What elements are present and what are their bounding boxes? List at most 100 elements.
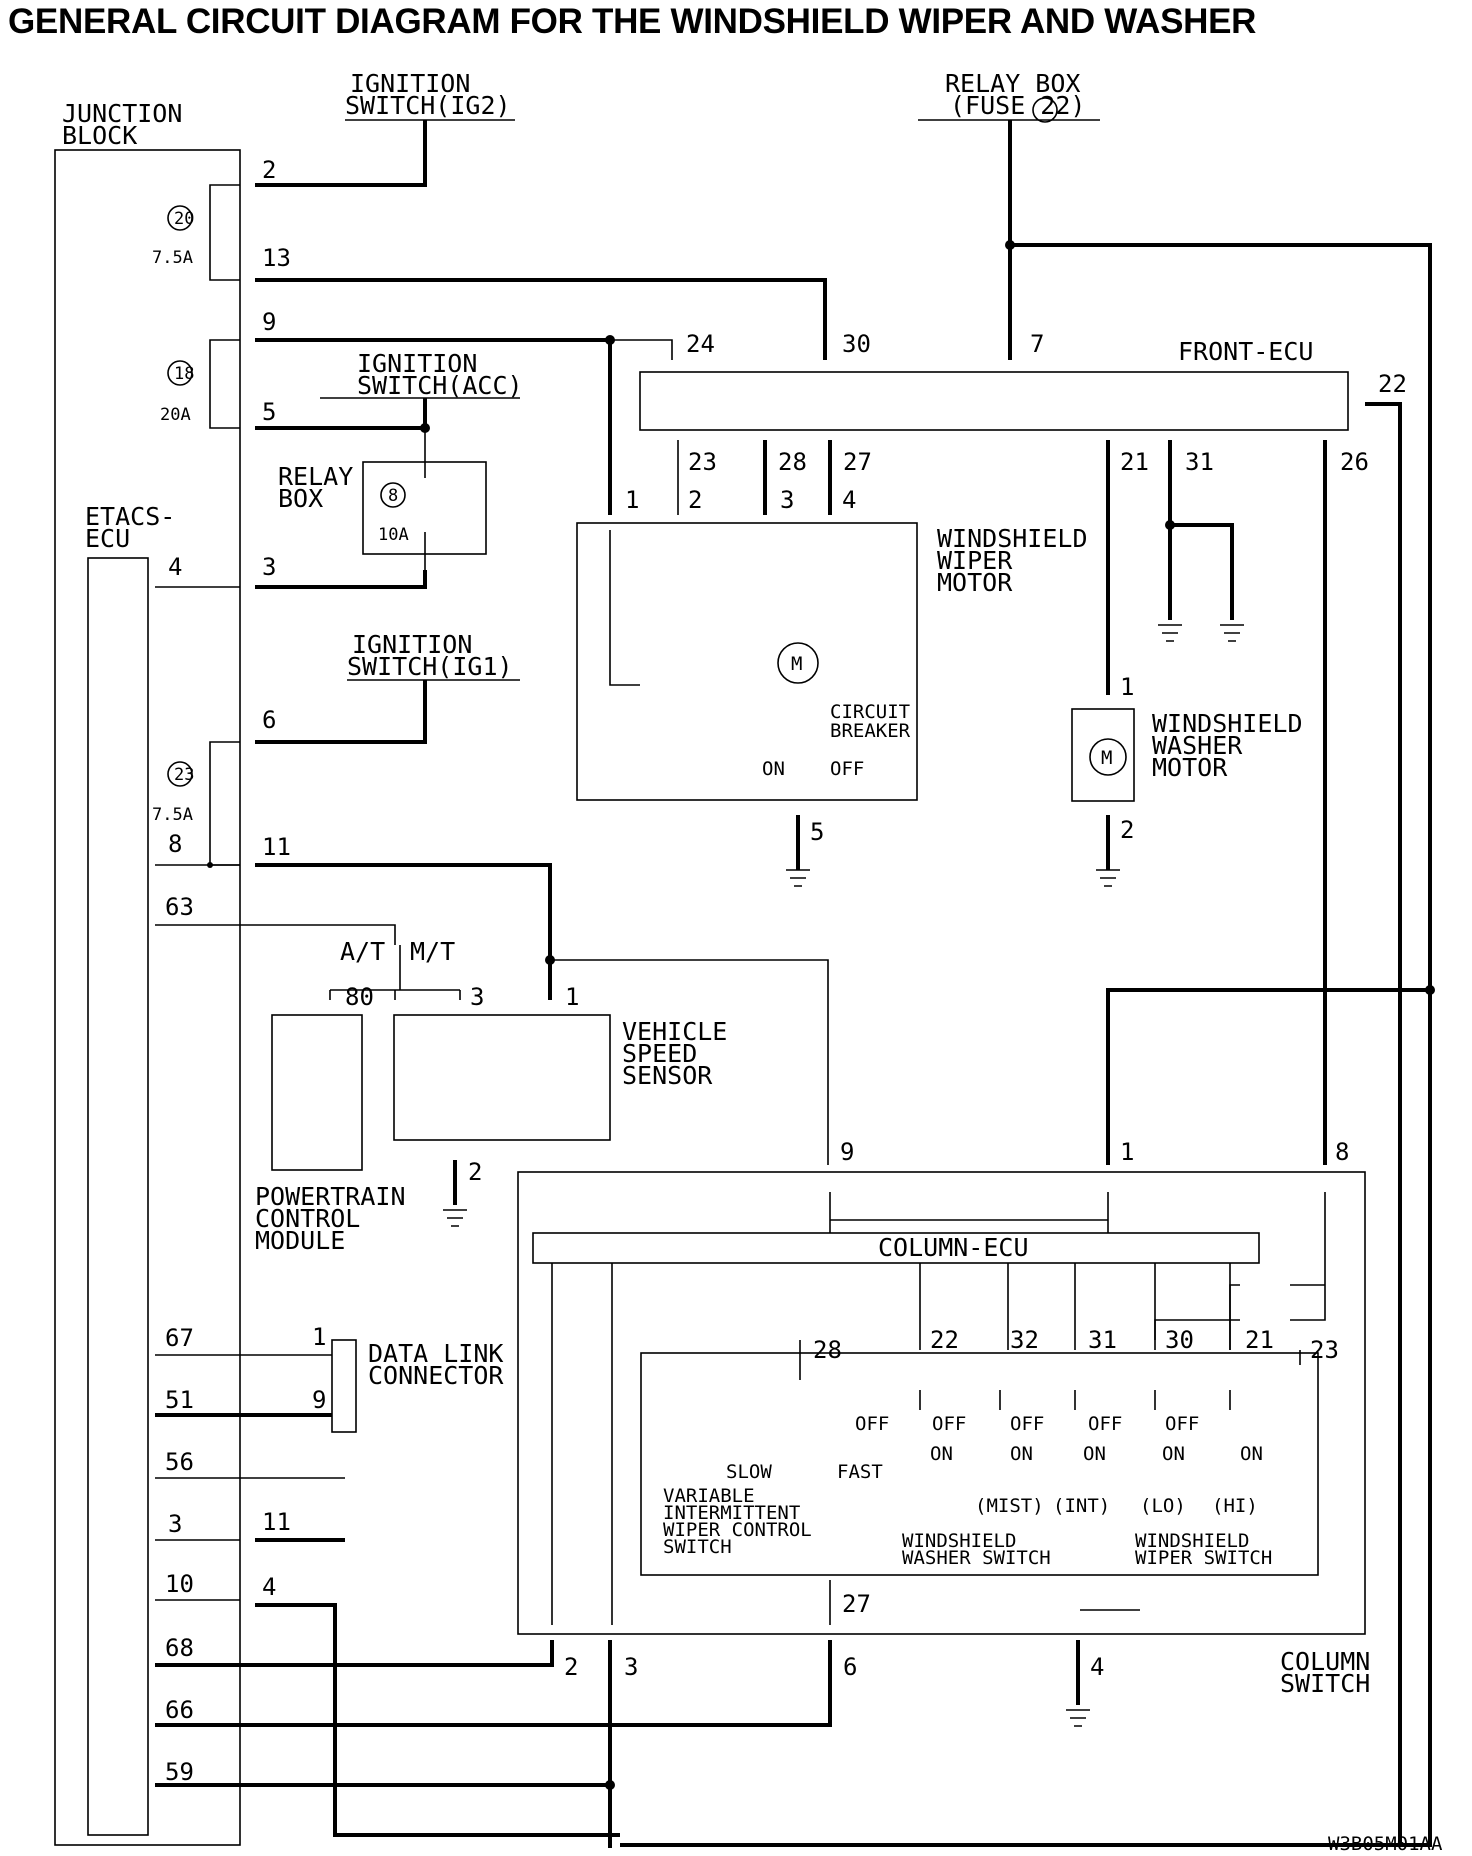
int-label: (INT)	[1053, 1495, 1110, 1517]
pin-et-4: 4	[168, 553, 182, 581]
pin-et-10: 10	[165, 1570, 194, 1598]
svg-text:VEHICLE: VEHICLE	[622, 1017, 727, 1046]
column-switch-box	[517, 1171, 1366, 1635]
pcm-label: POWERTRAIN CONTROL MODULE	[255, 1182, 406, 1255]
svg-text:CONNECTOR: CONNECTOR	[368, 1361, 504, 1390]
pin-pcm-80: 80	[345, 983, 374, 1011]
at-label: A/T	[340, 937, 385, 966]
pin-et-66: 66	[165, 1696, 194, 1724]
circuit-breaker-label: CIRCUIT BREAKER	[830, 701, 911, 742]
switch-off-1: OFF	[855, 1413, 889, 1435]
wiper-motor-m: M	[791, 653, 802, 675]
pin-cs-9: 9	[840, 1138, 854, 1166]
mist-label: (MIST)	[975, 1495, 1044, 1517]
pin-wm-1: 1	[625, 486, 639, 514]
switch-on-1: ON	[930, 1443, 953, 1465]
junction-block-box	[54, 149, 241, 1846]
switch-on-2: ON	[1010, 1443, 1033, 1465]
svg-text:SWITCH(ACC): SWITCH(ACC)	[357, 371, 523, 400]
slow-label: SLOW	[726, 1461, 772, 1483]
pin-ce-23: 23	[1310, 1336, 1339, 1364]
svg-text:CONTROL: CONTROL	[255, 1204, 360, 1233]
washer-motor-box	[1071, 708, 1135, 802]
data-link-connector-box	[331, 1339, 357, 1433]
washer-motor-m: M	[1101, 747, 1112, 769]
switch-off-4: OFF	[1088, 1413, 1122, 1435]
pin-jb-9: 9	[262, 308, 276, 336]
svg-text:WIPER SWITCH: WIPER SWITCH	[1135, 1547, 1272, 1569]
etacs-ecu-label: ETACS- ECU	[85, 502, 175, 553]
switch-off-3: OFF	[1010, 1413, 1044, 1435]
svg-text:SENSOR: SENSOR	[622, 1061, 713, 1090]
wiper-motor-box	[576, 522, 918, 801]
vss-label: VEHICLE SPEED SENSOR	[622, 1017, 727, 1090]
pin-wm-3: 3	[780, 486, 794, 514]
svg-text:INTERMITTENT: INTERMITTENT	[663, 1502, 800, 1524]
svg-text:RELAY: RELAY	[278, 462, 353, 491]
svg-text:BLOCK: BLOCK	[62, 121, 137, 150]
pin-ce-28: 28	[813, 1336, 842, 1364]
pin-ws-2: 2	[1120, 816, 1134, 844]
svg-text:RELAY BOX: RELAY BOX	[945, 69, 1080, 98]
pin-dlc-1: 1	[312, 1323, 326, 1351]
switch-on-4: ON	[1162, 1443, 1185, 1465]
fuse-20-id: 20	[174, 209, 194, 229]
svg-text:BREAKER: BREAKER	[830, 720, 911, 742]
wiper-switch-label: WINDSHIELD WIPER SWITCH	[1135, 1530, 1272, 1569]
mt-label: M/T	[410, 937, 455, 966]
pin-et-56: 56	[165, 1448, 194, 1476]
pin-et-59: 59	[165, 1758, 194, 1786]
fuse-8-rating: 10A	[378, 525, 409, 545]
fuse-23-id: 23	[174, 765, 194, 785]
switch-on-5: ON	[1240, 1443, 1263, 1465]
pcm-box	[271, 1014, 363, 1171]
svg-text:WINDSHIELD: WINDSHIELD	[1135, 1530, 1249, 1552]
page-title: GENERAL CIRCUIT DIAGRAM FOR THE WINDSHIE…	[8, 2, 1257, 41]
pin-fe-31: 31	[1185, 448, 1214, 476]
svg-text:VARIABLE: VARIABLE	[663, 1485, 755, 1507]
fuse-23-rating: 7.5A	[152, 805, 193, 825]
fast-label: FAST	[837, 1461, 883, 1483]
pin-wm-4: 4	[842, 486, 856, 514]
svg-text:COLUMN: COLUMN	[1280, 1647, 1370, 1676]
front-ecu-box	[639, 371, 1349, 431]
pin-ce-32: 32	[1010, 1326, 1039, 1354]
pin-fe-23: 23	[688, 448, 717, 476]
pin-jb-2: 2	[262, 156, 276, 184]
column-ecu-label: COLUMN-ECU	[878, 1233, 1029, 1262]
svg-text:WINDSHIELD: WINDSHIELD	[1152, 709, 1303, 738]
pin-cs-3: 3	[624, 1653, 638, 1681]
svg-text:POWERTRAIN: POWERTRAIN	[255, 1182, 406, 1211]
switch-off-5: OFF	[1165, 1413, 1199, 1435]
svg-text:MOTOR: MOTOR	[937, 568, 1013, 597]
pin-jb-11: 11	[262, 833, 291, 861]
pin-et-67: 67	[165, 1324, 194, 1352]
svg-text:IGNITION: IGNITION	[352, 630, 472, 659]
pin-fe-21: 21	[1120, 448, 1149, 476]
pin-vss-1: 1	[565, 983, 579, 1011]
svg-text:MOTOR: MOTOR	[1152, 753, 1228, 782]
front-ecu-label: FRONT-ECU	[1178, 337, 1313, 366]
ignition-ig2-label: IGNITION SWITCH(IG2)	[345, 69, 511, 120]
pin-vss-3: 3	[470, 983, 484, 1011]
pin-ce-31: 31	[1088, 1326, 1117, 1354]
switch-panel-box	[640, 1352, 1319, 1576]
junction-block-label: JUNCTION BLOCK	[62, 99, 182, 150]
switch-on-3: ON	[1083, 1443, 1106, 1465]
svg-text:BOX: BOX	[278, 484, 323, 513]
pin-cs-1: 1	[1120, 1138, 1134, 1166]
svg-text:ECU: ECU	[85, 524, 130, 553]
svg-text:IGNITION: IGNITION	[357, 349, 477, 378]
svg-text:ETACS-: ETACS-	[85, 502, 175, 531]
svg-text:DATA LINK: DATA LINK	[368, 1339, 503, 1368]
off-label: OFF	[830, 758, 864, 780]
column-ecu-box	[532, 1232, 1260, 1264]
vss-box	[393, 1014, 611, 1141]
pin-wm-5: 5	[810, 818, 824, 846]
svg-text:SWITCH(IG1): SWITCH(IG1)	[347, 652, 513, 681]
pin-jb-6: 6	[262, 706, 276, 734]
diagram-code: W3B05M01AA	[1328, 1833, 1443, 1855]
pin-fe-28: 28	[778, 448, 807, 476]
svg-text:(FUSE 22): (FUSE 22)	[950, 91, 1085, 120]
